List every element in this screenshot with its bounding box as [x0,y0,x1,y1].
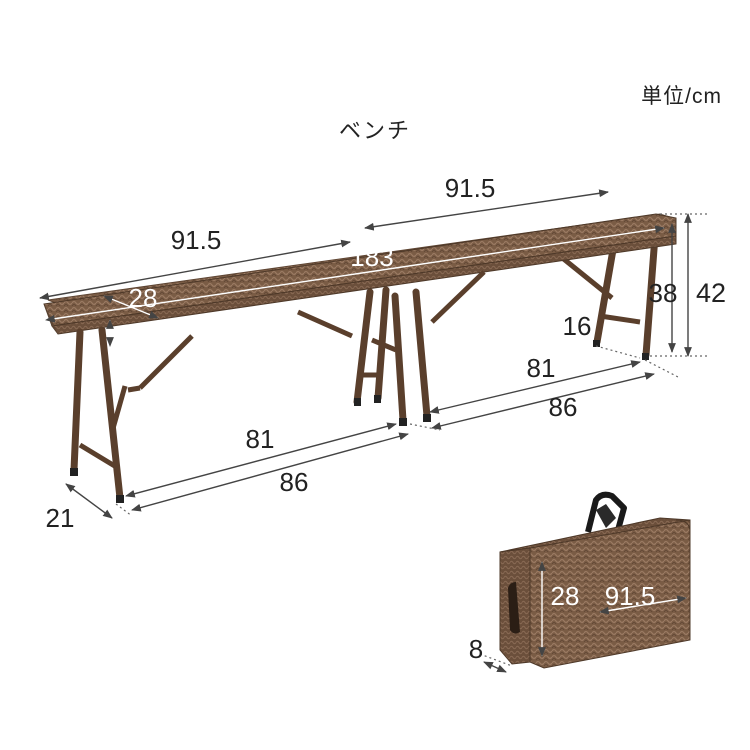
dim-folded-length: 91.5 [605,581,656,611]
dim-leg-spread: 16 [563,311,592,341]
handle-icon [585,491,627,533]
bench-folded: 28 91.5 8 [469,491,691,673]
unit-label: 単位/cm [641,85,722,108]
dimension-labels: 91.5 91.5 183 28 4 38 42 16 81 86 81 86 … [46,173,726,533]
dim-folded-thickness: 8 [469,634,483,664]
dim-inner-length-left: 81 [246,424,275,454]
diagram-title: ベンチ [339,118,411,143]
dimension-lines [39,189,708,519]
dim-outer-length-right: 86 [549,392,578,422]
dim-base-width: 21 [46,503,75,533]
dim-folded-height: 28 [551,581,580,611]
dim-inner-length-right: 81 [527,353,556,383]
dim-total-height: 42 [696,278,726,308]
dim-half-length-right: 91.5 [445,173,496,203]
dim-seat-depth: 28 [129,283,158,313]
dim-seat-thickness: 4 [115,319,129,349]
dim-seat-height: 38 [649,278,678,308]
dim-outer-length-left: 86 [280,467,309,497]
dim-half-length-left: 91.5 [171,225,222,255]
dim-total-length: 183 [350,242,393,272]
